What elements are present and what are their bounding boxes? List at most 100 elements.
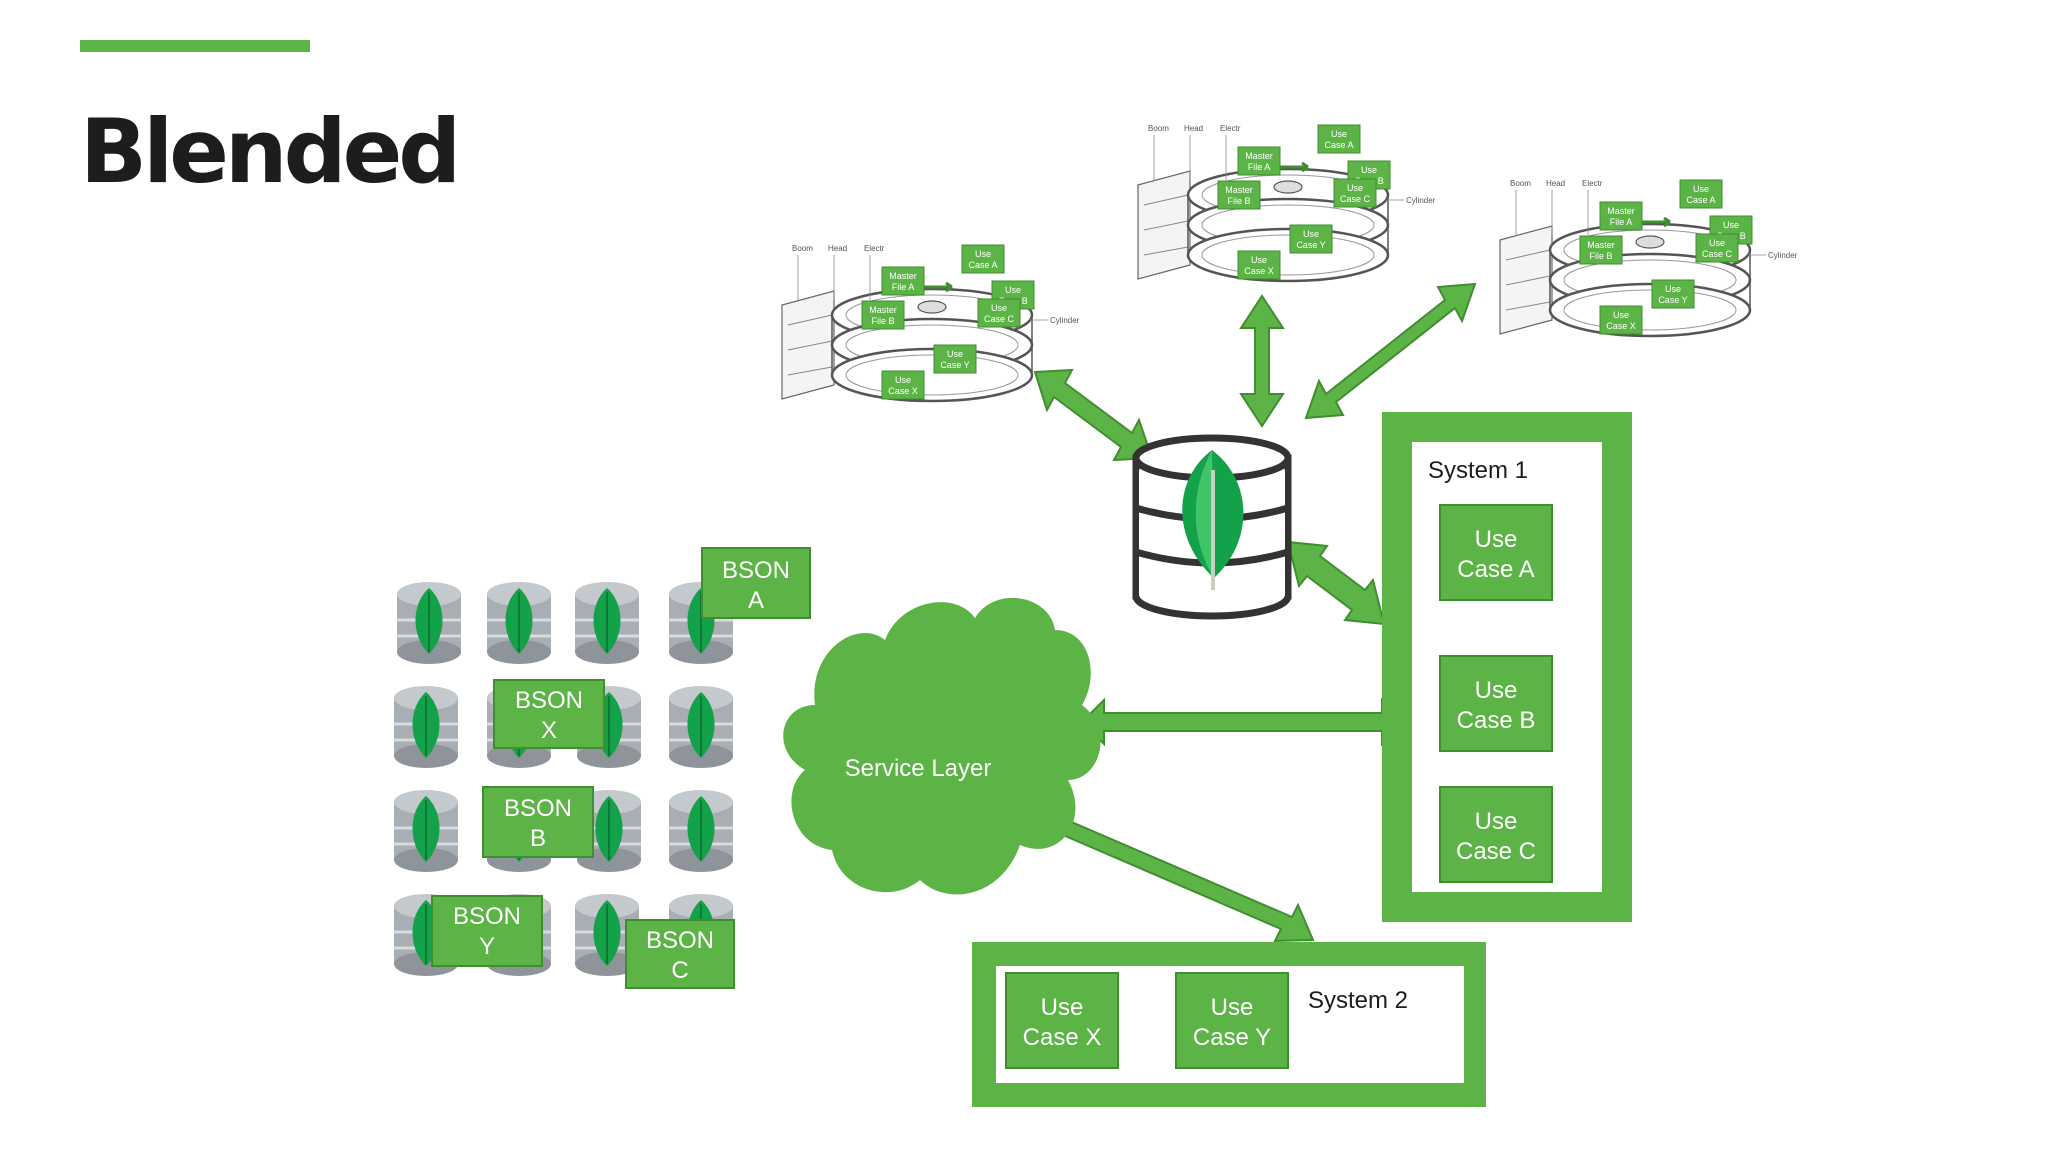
mongodb-node-icon [485, 580, 553, 666]
disk-label-line1: Use [1613, 310, 1629, 320]
disk-label-line1: Use [1251, 255, 1267, 265]
disk-label-line2: Case C [984, 314, 1015, 324]
use-case-b-line1: Use [1475, 677, 1518, 704]
disk-cylinder-label: Cylinder [1050, 316, 1080, 325]
disk-top-label: Electr [1582, 179, 1603, 188]
arrow-service-to-system1 [1080, 697, 1406, 747]
disk-label-line1: Use [1361, 165, 1377, 175]
disk-label-line2: File B [1589, 251, 1612, 261]
disk-label-line2: File B [871, 316, 894, 326]
disk-label-line1: Use [1693, 184, 1709, 194]
use-case-b-line2: Case B [1457, 707, 1536, 734]
use-case-x-line1: Use [1041, 994, 1084, 1021]
system2-label: System 2 [1308, 987, 1408, 1014]
bson-c-box: BSON C [625, 919, 735, 989]
disk-top-label: Boom [1510, 179, 1531, 188]
use-case-y-line1: Use [1211, 994, 1254, 1021]
mongodb-node-icon [392, 788, 460, 874]
disk-label-line2: Case C [1340, 194, 1371, 204]
use-case-c-line1: Use [1475, 808, 1518, 835]
disk-top-label: Head [828, 244, 847, 253]
bson-x-line2: X [541, 717, 557, 744]
bson-a-line2: A [748, 587, 764, 614]
disk-label-line1: Master [1245, 151, 1273, 161]
disk-label-line1: Use [1709, 238, 1725, 248]
service-layer-cloud: Service Layer [783, 597, 1101, 895]
central-database-icon [1132, 434, 1292, 620]
mongodb-node-icon [573, 580, 641, 666]
bson-y-box: BSON Y [431, 895, 543, 967]
mongodb-node-icon [667, 788, 735, 874]
mongodb-node-icon [395, 580, 463, 666]
disk-label-line2: File A [1248, 162, 1271, 172]
system1-container: System 1 Use Case A Use Case B Use Case … [1382, 412, 1632, 922]
disk-label-line1: Use [1723, 220, 1739, 230]
use-case-y-box: Use Case Y [1175, 972, 1289, 1069]
arrow-disk1-to-database [1033, 368, 1154, 462]
bson-a-box: BSON A [701, 547, 811, 619]
disk-label-line1: Master [1607, 206, 1635, 216]
arrow-database-to-system1 [1286, 540, 1386, 626]
bson-x-box: BSON X [493, 679, 605, 749]
use-case-y-line2: Case Y [1193, 1024, 1271, 1051]
title-accent-bar [80, 40, 310, 52]
bson-a-line1: BSON [722, 557, 790, 584]
bson-b-box: BSON B [482, 786, 594, 858]
disk-label-line2: Case Y [1658, 295, 1687, 305]
disk-label-line2: Case C [1702, 249, 1733, 259]
use-case-x-box: Use Case X [1005, 972, 1119, 1069]
mongodb-node-icon [392, 684, 460, 770]
disk-label-line2: Case A [1324, 140, 1353, 150]
disk-label-line2: Case A [1686, 195, 1715, 205]
disk-cylinder-label: Cylinder [1406, 196, 1436, 205]
disk-label-line2: Case Y [1296, 240, 1325, 250]
disk-label-line1: Master [1587, 240, 1615, 250]
disk-label-line1: Use [1331, 129, 1347, 139]
bson-y-line1: BSON [453, 903, 521, 930]
use-case-c-line2: Case C [1456, 838, 1536, 865]
disk-label-line1: Use [895, 375, 911, 385]
disk-label-line1: Master [1225, 185, 1253, 195]
disk-label-line1: Use [991, 303, 1007, 313]
disk-label-line2: Case X [888, 386, 918, 396]
disk-label-line1: Use [1347, 183, 1363, 193]
disk-top-label: Boom [1148, 124, 1169, 133]
disk-top-label: Electr [864, 244, 885, 253]
mongodb-node-icon [667, 684, 735, 770]
use-case-x-line2: Case X [1023, 1024, 1102, 1051]
disk-label-line2: File A [892, 282, 915, 292]
disk-cylinder-label: Cylinder [1768, 251, 1798, 260]
disk-label-line1: Use [1665, 284, 1681, 294]
disk-label-line2: File A [1610, 217, 1633, 227]
bson-x-line1: BSON [515, 687, 583, 714]
use-case-a-line1: Use [1475, 526, 1518, 553]
use-case-b-box: Use Case B [1439, 655, 1553, 752]
bson-b-line2: B [530, 825, 546, 852]
arrow-disk3-to-database [1304, 282, 1477, 420]
disk-label-line2: Case X [1244, 266, 1274, 276]
bson-c-line2: C [671, 957, 688, 984]
disk-top-label: Boom [792, 244, 813, 253]
use-case-a-line2: Case A [1457, 556, 1534, 583]
bson-y-line2: Y [479, 933, 495, 960]
